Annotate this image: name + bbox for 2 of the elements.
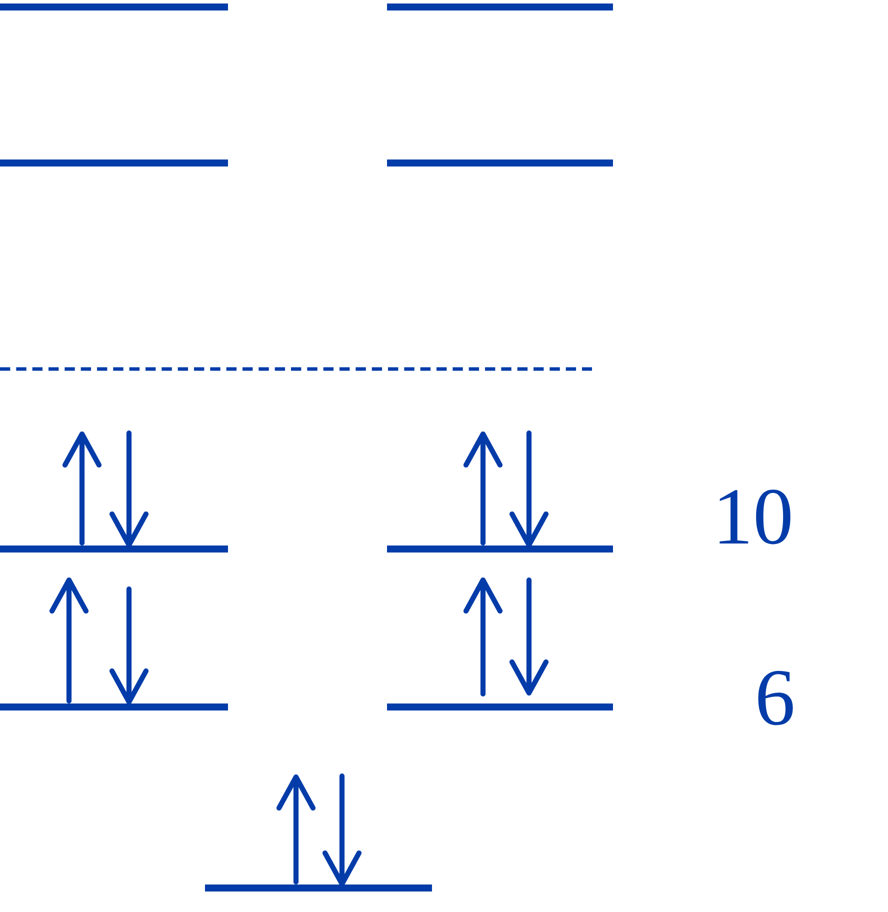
number-label: 10 [720, 490, 790, 544]
number-label: 6 [758, 670, 793, 726]
